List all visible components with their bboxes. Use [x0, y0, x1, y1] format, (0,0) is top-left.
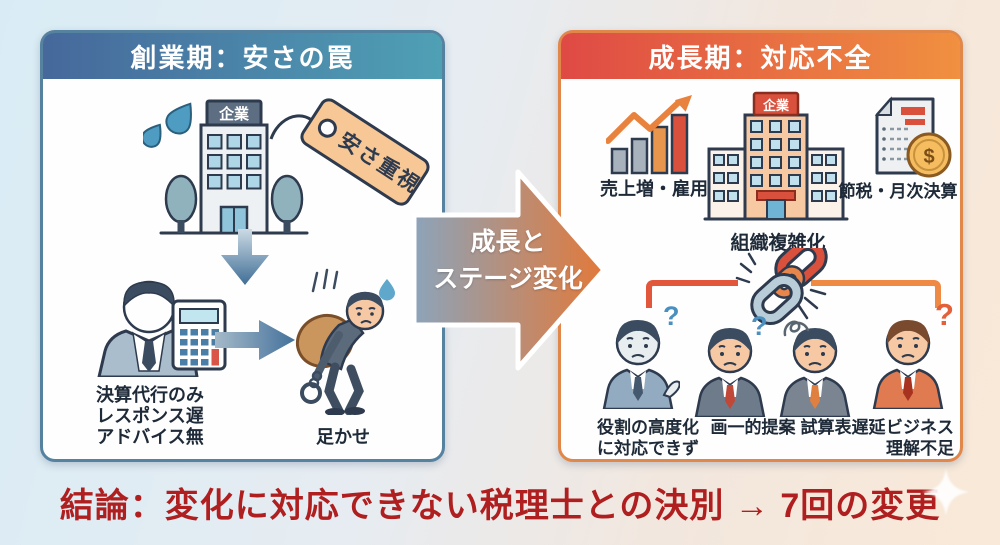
company-sign-text: 企業: [762, 98, 790, 113]
person-3-caption: 試算表遅延: [800, 418, 886, 437]
person-1-caption: 役割の高度化 に対応できず: [597, 418, 699, 458]
burdened-businessman-icon: [295, 268, 395, 415]
founding-period-panel: 創業期：安さの罠 企業 安さ重視: [40, 30, 445, 462]
growth-caption: 売上増・雇用: [600, 179, 708, 199]
accountant-caption: 決算代行のみ レスポンス遅 アドバイス無: [96, 385, 204, 447]
sparkle-icon: [922, 468, 970, 516]
price-tag-hole: [314, 114, 341, 141]
dollar-symbol: $: [923, 146, 934, 168]
question-mark-1: ?: [663, 301, 680, 331]
large-company-building-icon: 企業: [703, 91, 849, 221]
link-bracket-right: [811, 280, 941, 308]
transition-arrow-label: 成長と ステージ変化: [433, 228, 583, 293]
founding-panel-title-text: 創業期：安さの罠: [130, 42, 355, 73]
down-arrow-icon: [221, 229, 269, 285]
shackle-icon: [300, 370, 323, 404]
founding-panel-title: 創業期：安さの罠: [43, 33, 442, 79]
tax-caption: 節税・月次決算: [838, 182, 958, 201]
small-company-building-icon: 企業: [159, 99, 309, 235]
question-mark-2: ?: [751, 311, 768, 341]
link-bracket-left: [646, 280, 738, 308]
conclusion-text: 結論：変化に対応できない税理士との決別 → 7回の変更: [59, 487, 941, 525]
accountant-with-calculator-icon: [97, 280, 227, 377]
growth-period-panel: 成長期：対応不全 売上増・雇用 企業: [558, 30, 963, 462]
worried-accountant-2-icon: [694, 328, 766, 417]
dollar-coin-icon: $: [906, 132, 952, 178]
worried-accountant-4-icon: [872, 320, 944, 409]
worried-accountant-1-icon: [602, 320, 680, 409]
growth-panel-title: 成長期：対応不全: [561, 33, 960, 79]
person-2-caption: 画一的提案: [710, 418, 796, 437]
growth-chart-icon: [606, 95, 692, 175]
growth-panel-title-text: 成長期：対応不全: [648, 42, 873, 73]
tax-document-icon: $: [874, 96, 952, 178]
calculator-icon: [171, 299, 227, 371]
worried-accountant-3-icon: [779, 328, 851, 417]
right-arrow-icon: [215, 320, 295, 360]
question-mark-3: ?: [935, 297, 954, 332]
confusion-squiggle-icon: [783, 320, 810, 337]
company-sign-text: 企業: [218, 105, 250, 123]
sweat-drops-icon: [143, 102, 192, 148]
burden-caption: 足かせ: [316, 427, 370, 447]
person-4-caption: ビジネス 理解不足: [886, 418, 954, 458]
broken-chain-icon: [735, 248, 828, 326]
transition-arrow: [411, 169, 607, 371]
sweat-drop-icon: [379, 279, 395, 301]
